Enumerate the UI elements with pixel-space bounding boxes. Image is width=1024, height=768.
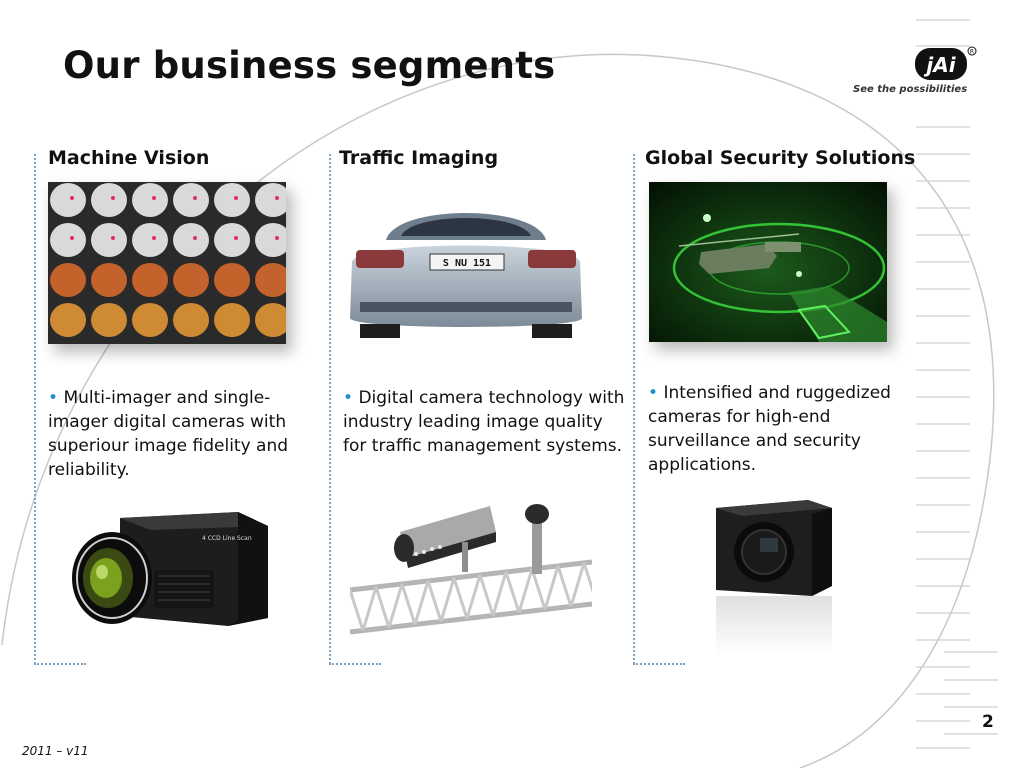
side-ruler-lines <box>916 19 998 749</box>
inspection-marker <box>275 196 279 200</box>
truss-strut <box>452 577 469 619</box>
truss-strut <box>491 571 508 616</box>
truss-strut <box>465 574 482 619</box>
inspection-marker <box>193 236 197 240</box>
column-separator <box>633 154 635 664</box>
roadside-camera-gantry-photo <box>350 504 592 635</box>
column-separator <box>34 154 36 664</box>
truss-strut <box>387 583 404 628</box>
truss-strut <box>504 571 521 613</box>
inspection-marker <box>193 196 197 200</box>
fruit-item <box>255 263 286 297</box>
segment-heading-traffic-imaging: Traffic Imaging <box>339 147 499 169</box>
fruit-item <box>173 223 209 257</box>
fruit-item <box>132 303 168 337</box>
column-separator <box>329 154 331 664</box>
license-plate-text: S NU 151 <box>443 258 491 269</box>
fruit-item <box>214 303 250 337</box>
truss-strut <box>517 568 534 613</box>
svg-text:R: R <box>970 49 974 56</box>
night-vision-helicopter-photo <box>649 182 887 342</box>
bullet-mark: • <box>48 388 59 408</box>
truss-strut <box>569 562 586 607</box>
truss-strut <box>439 577 456 622</box>
fruit-item <box>132 263 168 297</box>
inspection-marker <box>152 236 156 240</box>
segment-heading-machine-vision: Machine Vision <box>48 147 210 169</box>
fruit-item <box>91 263 127 297</box>
segment-heading-global-security: Global Security Solutions <box>645 147 916 169</box>
segment-description-global-security: • Intensified and ruggedized cameras for… <box>648 381 910 477</box>
segment-text: Intensified and ruggedized cameras for h… <box>648 383 891 475</box>
truss-strut <box>556 565 573 607</box>
bullet-mark: • <box>343 388 354 408</box>
segment-text: Multi-imager and single-imager digital c… <box>48 388 289 480</box>
truss-strut <box>426 580 443 622</box>
rugged-security-camera-photo <box>716 500 832 656</box>
fruit-item <box>91 223 127 257</box>
segment-text: Digital camera technology with industry … <box>343 388 625 456</box>
bullet-mark: • <box>648 383 659 403</box>
car-rear-license-plate-photo: S NU 151 <box>350 213 582 338</box>
inspection-marker <box>111 196 115 200</box>
inspection-marker <box>234 236 238 240</box>
fruit-item <box>173 183 209 217</box>
jai-logo: jAi R <box>915 46 977 80</box>
fruit-item <box>214 183 250 217</box>
column-separator <box>34 663 86 665</box>
fruit-item <box>173 263 209 297</box>
truss-strut <box>350 589 365 631</box>
fruit-item <box>50 223 86 257</box>
inspection-marker <box>275 236 279 240</box>
line-scan-camera-photo: 4 CCD Line Scan <box>72 512 268 626</box>
inspection-marker <box>111 236 115 240</box>
fruit-item <box>132 223 168 257</box>
column-separator <box>329 663 381 665</box>
segment-description-machine-vision: • Multi-imager and single-imager digital… <box>48 386 312 482</box>
column-separator <box>633 663 685 665</box>
inspection-marker <box>234 196 238 200</box>
truss-strut <box>413 580 430 625</box>
truss-strut <box>478 574 495 616</box>
fruit-item <box>50 263 86 297</box>
truss-strut <box>582 562 592 593</box>
fruit-item <box>91 303 127 337</box>
truss-strut <box>361 586 378 631</box>
fruit-item <box>255 303 286 337</box>
fruit-item <box>214 223 250 257</box>
truss-strut <box>543 565 560 610</box>
fruit-item <box>255 223 286 257</box>
fruit-item <box>50 183 86 217</box>
fruit-item <box>132 183 168 217</box>
slide-title: Our business segments <box>63 44 556 87</box>
page-number: 2 <box>982 712 994 732</box>
svg-text:jAi: jAi <box>923 53 956 77</box>
fruit-item <box>173 303 209 337</box>
fruit-item <box>91 183 127 217</box>
inspection-marker <box>70 196 74 200</box>
footer-version: 2011 – v11 <box>22 744 89 758</box>
truss-strut <box>374 586 391 628</box>
truss-strut <box>530 568 547 610</box>
inspection-marker <box>70 236 74 240</box>
camera-label: 4 CCD Line Scan <box>202 535 252 542</box>
segment-description-traffic-imaging: • Digital camera technology with industr… <box>343 386 625 458</box>
inspection-marker <box>152 196 156 200</box>
fruit-inspection-photo <box>48 182 286 344</box>
truss-strut <box>400 583 417 625</box>
fruit-item <box>214 263 250 297</box>
fruit-item <box>50 303 86 337</box>
fruit-item <box>255 183 286 217</box>
logo-tagline: See the possibilities <box>853 84 968 95</box>
